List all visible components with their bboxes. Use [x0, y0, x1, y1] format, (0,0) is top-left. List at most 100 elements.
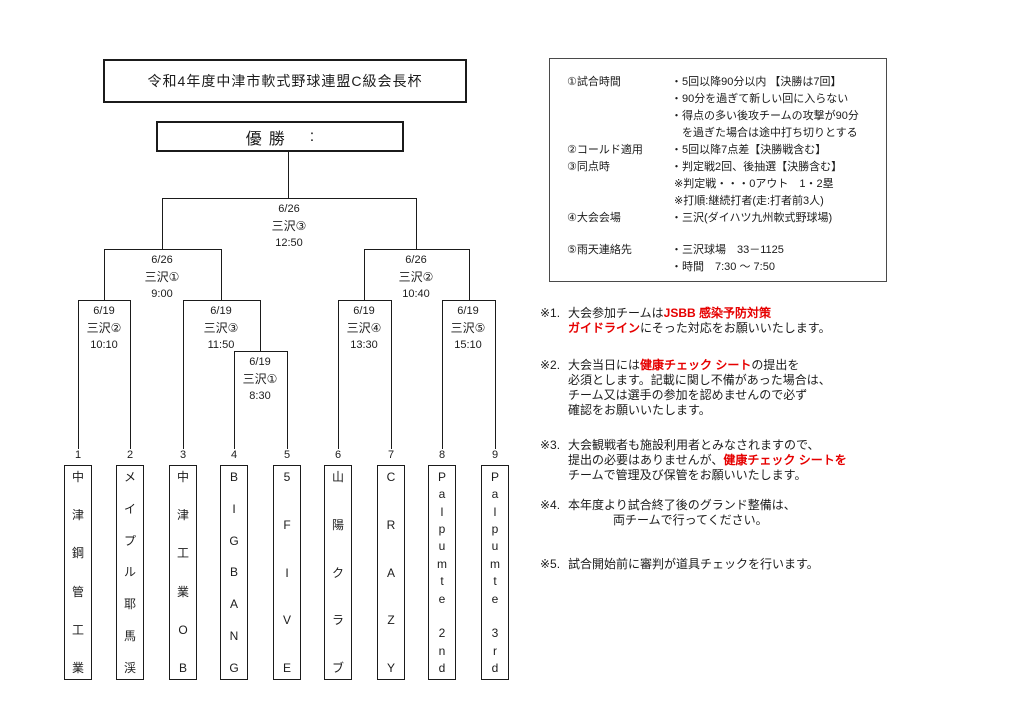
team-name-char: ル: [123, 565, 136, 580]
bracket-line: [260, 300, 261, 352]
note-line: 大会当日には健康チェック シートの提出を: [568, 358, 940, 373]
rule-text: ・90分を過ぎて新しい回に入らない: [671, 93, 849, 105]
note-text-highlight: 健康チェック シート: [640, 358, 752, 372]
team-name-char: d: [438, 660, 446, 675]
note: ※4. 本年度より試合終了後のグランド整備は、両チームで行ってください。: [540, 498, 940, 528]
team-box: メイプル耶馬渓: [116, 465, 144, 680]
team-name-char: m: [437, 556, 447, 571]
rule-row: ④大会会場 ・三沢(ダイハツ九州軟式野球場): [550, 210, 886, 227]
game-date: 6/19: [249, 356, 271, 368]
team-name-char: p: [491, 522, 499, 537]
note: ※3. 大会観戦者も施設利用者とみなされますので、提出の必要はありませんが、健康…: [540, 438, 940, 483]
note-text: 大会当日には: [568, 358, 641, 372]
team-name-char: u: [438, 539, 446, 554]
rule-row: を過ぎた場合は途中打ち切りとする: [550, 125, 886, 142]
note-line: 両チームで行ってください。: [568, 513, 940, 528]
team-name-char: A: [386, 565, 395, 580]
rule-label: [550, 176, 671, 193]
champion-box: 優勝 :: [156, 121, 404, 152]
note-text: 本年度より試合終了後のグランド整備は、: [568, 498, 796, 512]
team-name-char: Z: [387, 613, 395, 628]
bracket-line: [234, 351, 288, 352]
team-number: 1: [74, 449, 82, 461]
team-name-char: A: [229, 597, 238, 612]
team-name-char: 陽: [331, 517, 344, 532]
team-name-char: P: [490, 470, 499, 484]
team-name-char: B: [178, 660, 187, 675]
game-label: 6/19 三沢③ 11:50: [204, 303, 239, 354]
bracket-line: [183, 300, 184, 449]
note-lines: 本年度より試合終了後のグランド整備は、両チームで行ってください。: [568, 498, 940, 528]
rule-text: ※判定戦・・・0アウト 1・2塁: [671, 178, 834, 190]
team-name-char: イ: [123, 501, 136, 516]
rule-label: ②コールド適用: [567, 144, 643, 156]
team-name-char: ラ: [331, 613, 344, 628]
game-date: 6/26: [151, 254, 173, 266]
note-lines: 大会観戦者も施設利用者とみなされますので、提出の必要はありませんが、健康チェック…: [568, 438, 940, 483]
note: ※5. 試合開始前に審判が道具チェックを行います。: [540, 557, 940, 572]
champion-colon: :: [309, 127, 315, 145]
team-column: 1 中津鋼管工業: [64, 448, 92, 680]
team-name-char: メ: [123, 470, 136, 484]
note-lines: 試合開始前に審判が道具チェックを行います。: [568, 557, 940, 572]
game-time: 15:10: [454, 339, 482, 351]
team-name-char: 中: [71, 470, 84, 484]
bracket-line: [104, 249, 105, 301]
note-line: 本年度より試合終了後のグランド整備は、: [568, 498, 940, 513]
bracket-line: [364, 249, 470, 250]
team-name-char: t: [493, 574, 497, 589]
team-name-char: a: [438, 487, 446, 502]
game-date: 6/26: [405, 254, 427, 266]
team-name-char: N: [229, 629, 239, 644]
rule-label: ⑤雨天連絡先: [567, 244, 632, 256]
note-line: チームで管理及び保管をお願いいたします。: [568, 468, 940, 483]
note-text: 確認をお願いいたします。: [568, 403, 711, 417]
note-text: チーム又は選手の参加を認めませんので必ず: [568, 388, 808, 402]
game-date: 6/19: [457, 305, 479, 317]
note-line: ガイドラインにそった対応をお願いいたします。: [568, 321, 940, 336]
team-name-char: 津: [176, 508, 189, 523]
note-lines: 大会参加チームはJSBB 感染予防対策ガイドラインにそった対応をお願いいたします…: [568, 306, 940, 336]
bracket-line: [338, 300, 392, 301]
team-name-char: 中: [176, 470, 189, 484]
team-box: 中津鋼管工業: [64, 465, 92, 680]
game-label: 6/19 三沢② 10:10: [87, 303, 122, 354]
game-label: 6/26 三沢② 10:40: [399, 252, 434, 303]
note-line: 大会観戦者も施設利用者とみなされますので、: [568, 438, 940, 453]
team-name-char: C: [386, 470, 396, 484]
rule-text: を過ぎた場合は途中打ち切りとする: [671, 127, 858, 139]
team-number: 2: [126, 449, 134, 461]
team-name-char: G: [229, 533, 239, 548]
rules-panel: ①試合時間 ・5回以降90分以内 【決勝は7回】 ・90分を過ぎて新しい回に入ら…: [549, 58, 887, 282]
note-number: ※1.: [540, 306, 561, 320]
game-venue: 三沢①: [242, 372, 278, 386]
game-time: 10:40: [402, 288, 430, 300]
bracket-line: [442, 300, 443, 449]
bracket-line: [287, 351, 288, 449]
team-name-char: B: [229, 470, 238, 484]
team-name-char: u: [491, 539, 499, 554]
bracket-line: [234, 351, 235, 449]
note-line: チーム又は選手の参加を認めませんので必ず: [568, 388, 940, 403]
game-label: 6/26 三沢① 9:00: [145, 252, 180, 303]
rule-row: ※判定戦・・・0アウト 1・2塁: [550, 176, 886, 193]
game-time: 13:30: [350, 339, 378, 351]
note-line: 試合開始前に審判が道具チェックを行います。: [568, 557, 940, 572]
rule-label: [550, 91, 671, 108]
bracket-line: [416, 198, 417, 250]
bracket-line: [221, 249, 222, 301]
rule-label: ③同点時: [567, 161, 610, 173]
note-number: ※5.: [540, 557, 561, 571]
game-venue: 三沢②: [398, 270, 434, 284]
bracket-line: [364, 249, 365, 301]
game-date: 6/19: [210, 305, 232, 317]
bracket-line: [469, 249, 470, 301]
rule-row: ①試合時間 ・5回以降90分以内 【決勝は7回】: [550, 74, 886, 91]
team-name-char: 津: [71, 508, 84, 523]
team-name-char: e: [438, 591, 446, 606]
